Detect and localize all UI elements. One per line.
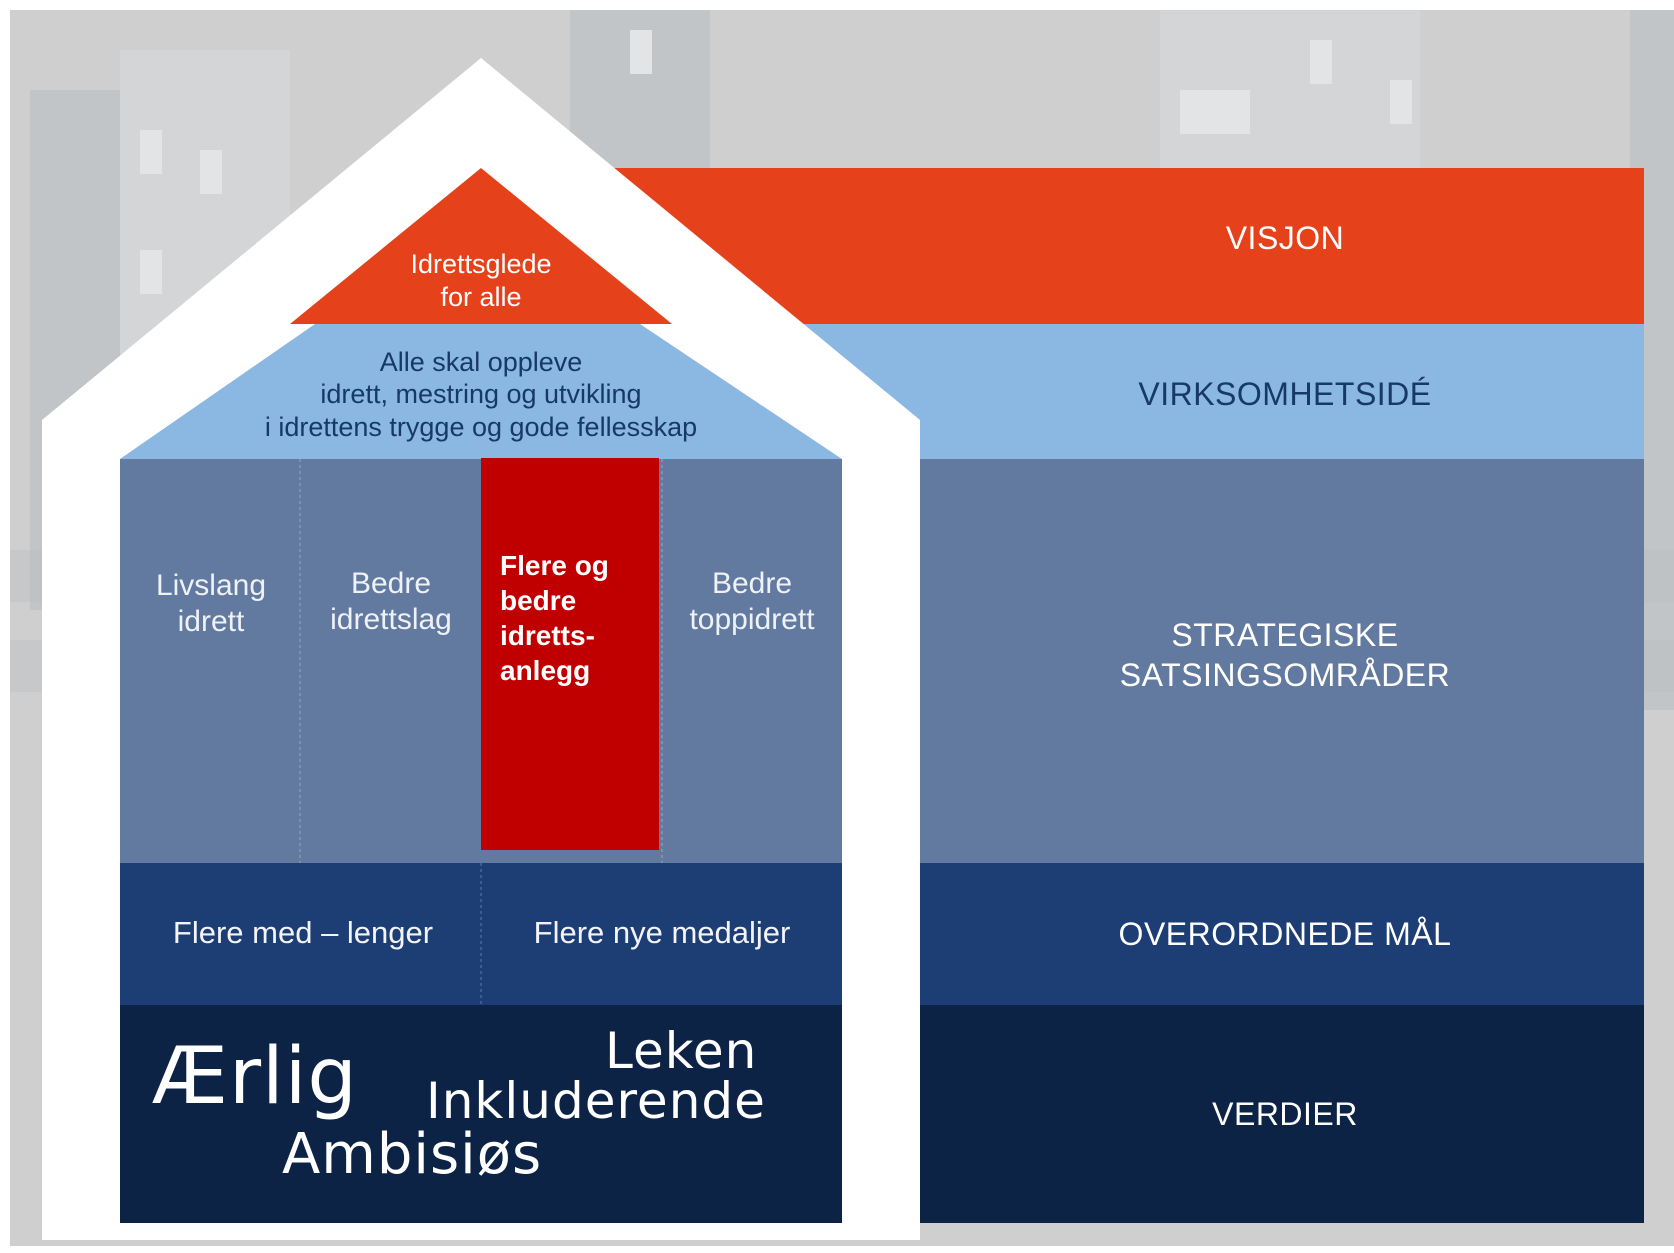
window [1310,40,1332,84]
goal-flere-nye-medaljer: Flere nye medaljer [533,915,791,950]
pillar-flere-og-bedre-idrettsanlegg: Flere og bedre idretts- anlegg [500,548,609,688]
values-area [120,1005,842,1223]
legend-band-verdier [920,1005,1644,1223]
legend-line: SATSINGSOMRÅDER [1119,657,1451,693]
legend-label-overordnede: OVERORDNEDE MÅL [1118,916,1452,952]
legend-line: STRATEGISKE [1171,617,1399,653]
mission-line: idrett, mestring og utvikling [320,379,642,410]
pillar-line: Bedre [350,567,432,600]
pillar-line: Livslang [155,569,267,602]
pillar-line: Bedre [711,567,793,600]
pillar-line: idrett [177,605,245,638]
legend-label-visjon: VISJON [1225,220,1345,256]
value-aerlig: Ærlig [152,1032,358,1122]
pillar-line: idrettslag [330,603,452,636]
pillar-line: Flere og [500,550,609,581]
highlight-pillar-anlegg [481,458,659,850]
legend-label-verdier: VERDIER [1212,1096,1358,1132]
pillar-line: anlegg [500,655,591,686]
value-inkluderende: Inkluderende [426,1072,766,1130]
window [140,130,162,174]
window [1180,90,1250,134]
window [630,30,652,74]
mission-band [120,324,842,459]
pillar-line: toppidrett [689,603,815,636]
pillar-bedre-toppidrett: Bedre toppidrett [664,566,840,638]
roof-text: Idrettsglede for alle [361,248,601,314]
goal-flere-med-lenger: Flere med – lenger [172,915,434,950]
pillar-bedre-idrettslag: Bedre idrettslag [303,566,479,638]
mission-line: Alle skal oppleve [379,347,583,377]
window [1390,80,1412,124]
pillar-line: bedre [500,585,577,616]
legend-band-overordnede [920,863,1644,1005]
goals-area [120,863,842,1005]
mission-text: Alle skal oppleve idrett, mestring og ut… [160,346,802,443]
window [140,250,162,294]
roof-line: for alle [440,281,522,312]
legend-band-strategiske [920,459,1644,863]
pillar-line: idretts- [500,620,595,651]
vision-roof [290,168,672,324]
legend-label-strategiske: STRATEGISKE SATSINGSOMRÅDER [1060,615,1510,695]
roof-line: Idrettsglede [410,249,552,279]
pillar-livslang-idrett: Livslang idrett [125,568,297,640]
value-ambisios: Ambisiøs [282,1122,543,1187]
value-leken: Leken [605,1022,758,1080]
mission-line: i idrettens trygge og gode fellesskap [264,411,698,442]
window [200,150,222,194]
legend-band-visjon [610,168,1644,324]
legend-label-virksomhetside: VIRKSOMHETSIDÉ [1138,376,1432,412]
